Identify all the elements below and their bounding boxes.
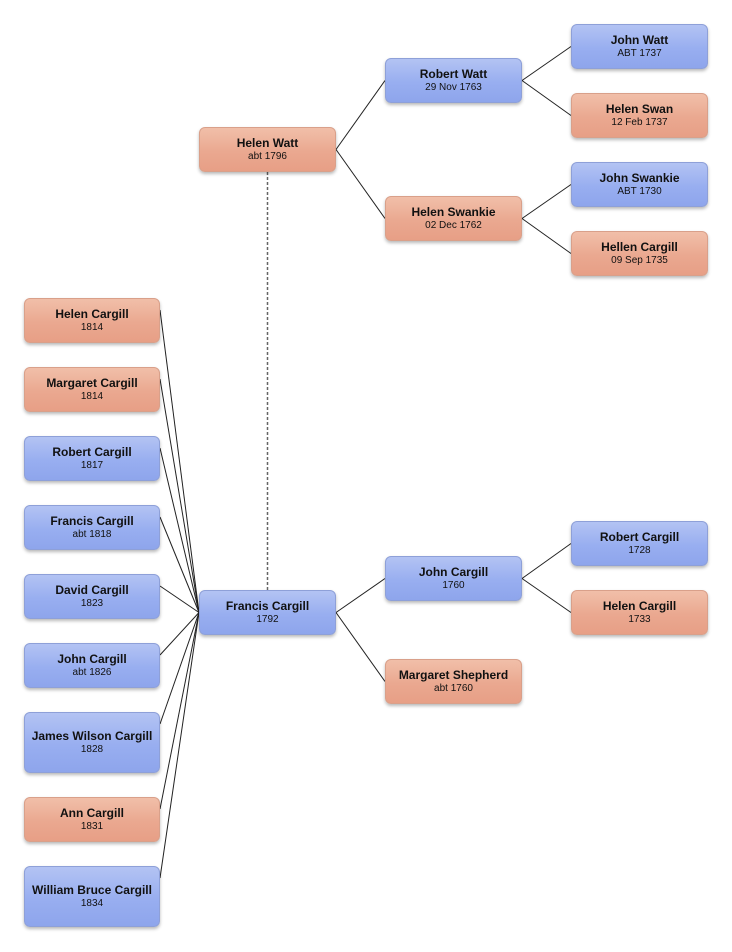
parent-connector-line: [521, 218, 572, 254]
parent-connector-line: [521, 46, 572, 81]
parent-connector-line: [521, 578, 572, 613]
person-date: 1792: [256, 614, 279, 625]
person-name: Helen Watt: [236, 136, 299, 150]
person-james-wilson-cargill[interactable]: James Wilson Cargill 1828: [24, 712, 160, 773]
person-name: Robert Watt: [419, 67, 488, 81]
person-date: 1814: [80, 322, 104, 333]
child-connector-line: [159, 612, 200, 725]
person-name: Robert Cargill: [52, 445, 132, 459]
person-name: William Bruce Cargill: [32, 883, 152, 897]
person-name: Robert Cargill: [599, 530, 680, 544]
person-helen-swankie[interactable]: Helen Swankie 02 Dec 1762: [385, 196, 522, 241]
person-name: Helen Cargill: [55, 307, 129, 321]
child-connector-line: [159, 516, 200, 613]
child-connector-line: [159, 612, 200, 879]
person-date: 1823: [80, 598, 104, 609]
person-name: Francis Cargill: [50, 514, 134, 528]
parent-connector-line: [521, 543, 572, 579]
person-robert-watt[interactable]: Robert Watt 29 Nov 1763: [385, 58, 522, 103]
person-date: 1817: [80, 460, 104, 471]
person-name: Margaret Cargill: [46, 376, 138, 390]
person-name: Helen Swankie: [411, 205, 496, 219]
person-date: 1728: [628, 545, 651, 556]
person-helen-cargill-1814[interactable]: Helen Cargill 1814: [24, 298, 160, 343]
person-date: abt 1818: [72, 529, 112, 540]
person-francis-cargill-1818[interactable]: Francis Cargill abt 1818: [24, 505, 160, 550]
child-connector-line: [159, 612, 200, 656]
person-date: 1834: [80, 898, 104, 909]
person-margaret-cargill[interactable]: Margaret Cargill 1814: [24, 367, 160, 412]
person-helen-watt[interactable]: Helen Watt abt 1796: [199, 127, 336, 172]
person-john-cargill-1760[interactable]: John Cargill 1760: [385, 556, 522, 601]
person-date: abt 1796: [248, 151, 287, 162]
parent-connector-line: [335, 612, 386, 682]
person-john-swankie[interactable]: John Swankie ABT 1730: [571, 162, 708, 207]
parent-connector-line: [335, 578, 386, 613]
person-name: Hellen Cargill: [601, 240, 678, 254]
child-connector-line: [159, 447, 200, 613]
person-date: 29 Nov 1763: [425, 82, 482, 93]
child-connector-line: [159, 612, 200, 810]
person-hellen-cargill[interactable]: Hellen Cargill 09 Sep 1735: [571, 231, 708, 276]
person-name: Ann Cargill: [59, 806, 124, 820]
person-date: 1831: [80, 821, 104, 832]
person-date: 1828: [80, 744, 104, 755]
parent-connector-line: [335, 80, 386, 150]
person-name: Helen Swan: [605, 102, 674, 116]
person-john-cargill-1826[interactable]: John Cargill abt 1826: [24, 643, 160, 688]
person-name: Helen Cargill: [602, 599, 677, 613]
person-date: 09 Sep 1735: [611, 255, 668, 266]
person-robert-cargill-1817[interactable]: Robert Cargill 1817: [24, 436, 160, 481]
person-date: abt 1760: [434, 683, 473, 694]
child-connector-line: [159, 309, 200, 613]
person-name: John Watt: [610, 33, 669, 47]
person-name: Francis Cargill: [225, 599, 310, 613]
person-name: David Cargill: [55, 583, 129, 597]
person-date: 1733: [628, 614, 651, 625]
parent-connector-line: [521, 80, 572, 116]
person-john-watt[interactable]: John Watt ABT 1737: [571, 24, 708, 69]
person-name: John Cargill: [418, 565, 489, 579]
person-date: 12 Feb 1737: [611, 117, 668, 128]
person-ann-cargill[interactable]: Ann Cargill 1831: [24, 797, 160, 842]
person-name: John Swankie: [599, 171, 680, 185]
person-helen-cargill-1733[interactable]: Helen Cargill 1733: [571, 590, 708, 635]
parent-connector-line: [521, 184, 572, 219]
person-date: abt 1826: [72, 667, 112, 678]
person-margaret-shepherd[interactable]: Margaret Shepherd abt 1760: [385, 659, 522, 704]
person-francis-cargill[interactable]: Francis Cargill 1792: [199, 590, 336, 635]
child-connector-line: [159, 585, 200, 613]
person-name: James Wilson Cargill: [31, 729, 153, 743]
person-name: John Cargill: [57, 652, 127, 666]
person-date: 1760: [442, 580, 465, 591]
person-david-cargill[interactable]: David Cargill 1823: [24, 574, 160, 619]
person-date: ABT 1737: [617, 48, 662, 59]
parent-connector-line: [335, 149, 386, 219]
person-date: ABT 1730: [617, 186, 662, 197]
child-connector-line: [159, 378, 200, 613]
person-name: Margaret Shepherd: [398, 668, 509, 682]
person-date: 1814: [80, 391, 104, 402]
person-date: 02 Dec 1762: [425, 220, 482, 231]
person-william-bruce-cargill[interactable]: William Bruce Cargill 1834: [24, 866, 160, 927]
person-robert-cargill-1728[interactable]: Robert Cargill 1728: [571, 521, 708, 566]
person-helen-swan[interactable]: Helen Swan 12 Feb 1737: [571, 93, 708, 138]
